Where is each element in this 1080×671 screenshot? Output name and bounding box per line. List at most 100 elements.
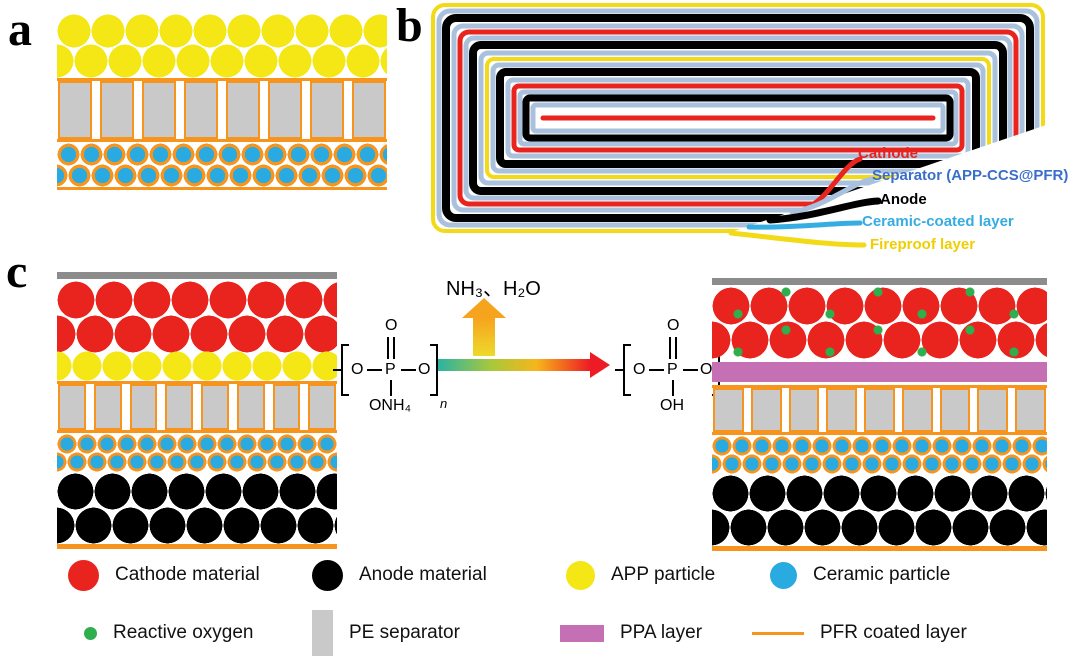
- pe-separator-rect: [142, 81, 176, 139]
- ceramic-swatch-icon: [770, 561, 797, 589]
- legend-item-ppa-layer: PPA layer: [560, 610, 702, 656]
- layer-tails: [728, 156, 882, 248]
- electrode-stack-after: [712, 278, 1047, 551]
- bracket: [623, 344, 631, 396]
- atom: O: [633, 361, 646, 378]
- pe-separator-rect: [201, 384, 229, 430]
- reactive-oxygen-dots: [712, 287, 1047, 359]
- pfr-coating-line: [57, 430, 337, 433]
- atom: P: [667, 361, 678, 378]
- arrow-shaft: [473, 318, 495, 356]
- pe-separator-rect: [750, 388, 782, 432]
- pe-separator-rect: [939, 388, 971, 432]
- cathode-particle-row: [57, 281, 337, 319]
- anode-layer-rings: [442, 14, 1034, 222]
- bond: [683, 369, 698, 371]
- separator-callout: Separator (APP-CCS@PFR): [872, 167, 1069, 184]
- ppa-layer-swatch-icon: [560, 624, 604, 642]
- pe-separator-row: [57, 384, 337, 430]
- legend-label: Cathode material: [115, 564, 260, 585]
- bracket: [430, 344, 438, 396]
- legend-item-anode: Anode material: [312, 552, 487, 598]
- cathode-swatch-icon: [68, 559, 99, 591]
- pe-separator-rect: [226, 81, 260, 139]
- legend-item-cathode: Cathode material: [68, 552, 260, 598]
- ceramic-callout: Ceramic-coated layer: [862, 213, 1014, 230]
- panel-a-stack: [57, 14, 387, 190]
- cathode-particle-row: [57, 315, 337, 353]
- ceramic-particle-row: [712, 436, 1047, 456]
- atom: O: [418, 361, 431, 378]
- arrow-head: [462, 298, 506, 318]
- reactive-oxygen-swatch-icon: [84, 626, 97, 640]
- double-bond: [393, 337, 395, 359]
- pe-separator-swatch-icon: [312, 610, 333, 656]
- separator-layer-rings: [436, 8, 1040, 228]
- anode-particle-row: [57, 473, 337, 510]
- atom: O: [667, 317, 680, 334]
- app-particle-row: [57, 44, 387, 78]
- double-bond: [387, 337, 389, 359]
- chem-structure-app: O O P O ONH₄ n: [333, 317, 450, 422]
- anode-swatch-icon: [312, 559, 343, 591]
- cathode-callout: Cathode: [858, 145, 918, 162]
- legend: Cathode material Anode material APP part…: [0, 548, 1080, 668]
- legend-label: PFR coated layer: [820, 622, 967, 643]
- app-particle-row: [57, 351, 337, 381]
- current-collector-bar: [712, 278, 1047, 285]
- current-collector-bar-orange: [712, 546, 1047, 551]
- fireproof-callout: Fireproof layer: [870, 236, 976, 253]
- ppa-layer-bar: [712, 362, 1047, 382]
- pe-separator-rect: [310, 81, 344, 139]
- pfr-coating-line: [57, 381, 337, 384]
- legend-label: APP particle: [611, 564, 716, 585]
- pfr-coating-line: [712, 385, 1047, 388]
- ceramic-tail: [746, 220, 863, 230]
- pe-separator-rect: [826, 388, 858, 432]
- legend-item-pe-separator: PE separator: [312, 610, 460, 656]
- pe-separator-rect: [100, 81, 134, 139]
- anode-particle-row: [57, 507, 337, 544]
- arrow-head: [590, 352, 610, 378]
- pe-separator-rect: [236, 384, 265, 430]
- atom: P: [385, 361, 396, 378]
- gas-release-label: NH₃、H₂O: [446, 278, 541, 300]
- pe-separator-rect: [713, 388, 744, 432]
- chem-structure-ppa: O O P O OH n: [615, 317, 732, 422]
- pfr-coating-line: [57, 78, 387, 81]
- pe-separator-rect: [864, 388, 895, 432]
- atom: O: [351, 361, 364, 378]
- app-particle-row: [57, 14, 387, 48]
- pe-separator-rect: [58, 384, 86, 430]
- anode-particle-row: [712, 475, 1047, 512]
- legend-item-reactive-oxygen: Reactive oxygen: [84, 610, 253, 656]
- legend-label: PPA layer: [620, 622, 703, 643]
- pfr-coating-line: [712, 432, 1047, 435]
- cathode-layer-with-oxygen: [712, 287, 1047, 359]
- pe-separator-rect: [977, 388, 1009, 432]
- bond: [333, 369, 341, 371]
- electrode-stack-before: [57, 272, 337, 549]
- spiral-opening-mask: [708, 122, 1078, 264]
- app-swatch-icon: [566, 560, 595, 590]
- pfr-coating-line: [57, 139, 387, 142]
- fireproof-tail: [728, 230, 867, 248]
- ceramic-particle-row: [57, 164, 387, 187]
- atom: O: [385, 317, 398, 334]
- legend-label: Reactive oxygen: [113, 622, 254, 643]
- pe-separator-rect: [308, 384, 336, 430]
- pe-separator-rect: [93, 384, 122, 430]
- functional-group: OH: [660, 397, 684, 414]
- pfr-coating-line: [57, 187, 387, 190]
- pe-separator-rect: [901, 388, 933, 432]
- ceramic-particle-row: [712, 454, 1047, 474]
- pe-separator-rect: [165, 384, 193, 430]
- pfr-coated-swatch-icon: [752, 631, 804, 635]
- single-bond: [672, 380, 674, 396]
- pe-separator-rect: [184, 81, 218, 139]
- cathode-layer-rings: [457, 29, 1019, 207]
- current-collector-bar: [57, 272, 337, 279]
- bond: [649, 369, 664, 371]
- legend-label: Anode material: [359, 564, 487, 585]
